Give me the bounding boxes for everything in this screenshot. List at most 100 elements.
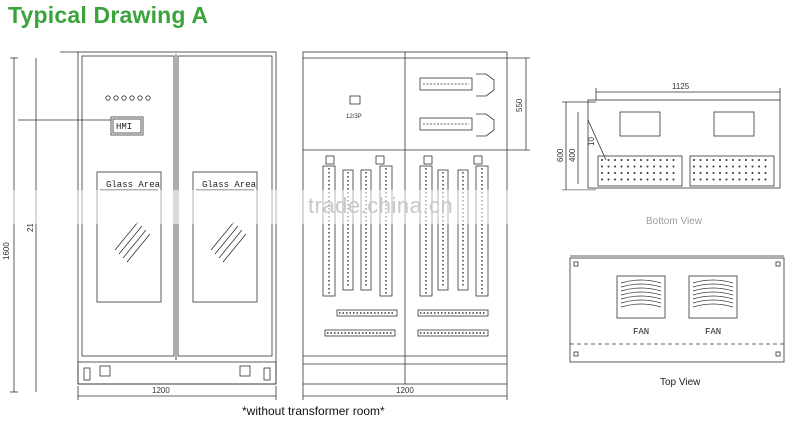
bottom-dim-400: 400 [568,148,577,162]
perforation-dot [693,165,695,168]
perforation-dot [672,178,675,181]
perforation-dot [751,165,754,168]
perforation-dot [672,159,675,161]
perforation-dot [666,178,668,181]
perforation-dot [758,178,760,181]
bottom-dim-inner: 10 [587,137,596,146]
perforation-dot [620,159,623,161]
perforation-dot [745,178,747,181]
internal-width-dim: 1200 [396,386,414,395]
perforation-dot [620,165,623,168]
perforation-dot [745,172,747,174]
perforation-dot [725,172,728,174]
perforation-dot [601,172,603,174]
perforation-dot [607,178,610,181]
perforation-dot [659,178,662,181]
watermark-band: trade.china.cn [0,190,800,224]
perforation-dot [601,159,603,161]
perforation-dot [712,159,715,161]
fan-left-label: FAN [633,327,649,337]
perforation-dot [719,178,721,181]
perforation-dot [719,165,721,168]
perforation-dot [620,178,623,181]
perforation-dot [745,165,747,168]
bottom-dim-600: 600 [556,148,565,162]
perforation-dot [738,172,741,174]
perforation-dot [732,165,734,168]
perforation-dot [738,165,741,168]
perforation-dot [607,159,610,161]
perforation-dot [633,178,636,181]
perforation-dot [719,172,721,174]
perforation-dot [614,172,616,174]
perforation-dot [659,159,662,161]
internal-top-dim: 550 [515,98,524,112]
perforation-dot [699,172,702,174]
perforation-dot [699,165,702,168]
perforation-dot [633,172,636,174]
perforation-dot [693,172,695,174]
perforation-dot [666,165,668,168]
perforation-dot [751,172,754,174]
perforation-dot [764,165,767,168]
fan-grille-slat [692,299,734,304]
fan-grille-slat [692,279,734,284]
fan-grille-slat [692,295,734,300]
perforation-dot [758,172,760,174]
perforation-dot [659,165,662,168]
perforation-dot [666,172,668,174]
fan-grille-slat [620,291,662,296]
perforation-dot [614,165,616,168]
glass-area-left-label: Glass Area [106,180,161,190]
perforation-dot [653,159,655,161]
watermark-text: trade.china.cn [308,193,454,218]
perforation-dot [725,178,728,181]
perforation-dot [646,172,649,174]
front-height-dim: 1600 [2,242,11,260]
perforation-dot [607,172,610,174]
fan-grilles [620,279,734,308]
perforation-dot [706,178,708,181]
internal-view [302,51,530,400]
perforation-dot [732,178,734,181]
front-height-dim-inner: 21 [26,223,35,232]
perforation-dot [672,172,675,174]
fan-grille-slat [620,287,662,292]
perforation-dot [751,159,754,161]
bottom-view-perforations [601,159,767,181]
perforation-dot [672,165,675,168]
perforation-dot [699,178,702,181]
bottom-width-dim: 1125 [672,82,690,91]
perforation-dot [646,178,649,181]
perforation-dot [758,159,760,161]
perforation-dot [614,159,616,161]
perforation-dot [712,178,715,181]
perforation-dot [627,172,629,174]
fan-grille-slat [620,279,662,284]
perforation-dot [627,178,629,181]
internal-breaker-label: 12/3P [346,114,362,120]
perforation-dot [614,178,616,181]
drawing-caption: *without transformer room* [242,404,385,418]
fan-grille-slat [692,287,734,292]
terminal-stripes [327,168,486,334]
perforation-dot [693,159,695,161]
perforation-dot [699,159,702,161]
perforation-dot [653,165,655,168]
perforation-dot [607,165,610,168]
perforation-dot [627,159,629,161]
perforation-dot [764,178,767,181]
perforation-dot [601,165,603,168]
perforation-dot [732,159,734,161]
top-view [569,255,785,363]
perforation-dot [758,165,760,168]
perforation-dot [620,172,623,174]
perforation-dot [764,172,767,174]
perforation-dot [706,172,708,174]
perforation-dot [640,159,642,161]
perforation-dot [653,172,655,174]
perforation-dot [659,172,662,174]
perforation-dot [732,172,734,174]
top-view-label: Top View [660,377,701,388]
perforation-dot [725,159,728,161]
